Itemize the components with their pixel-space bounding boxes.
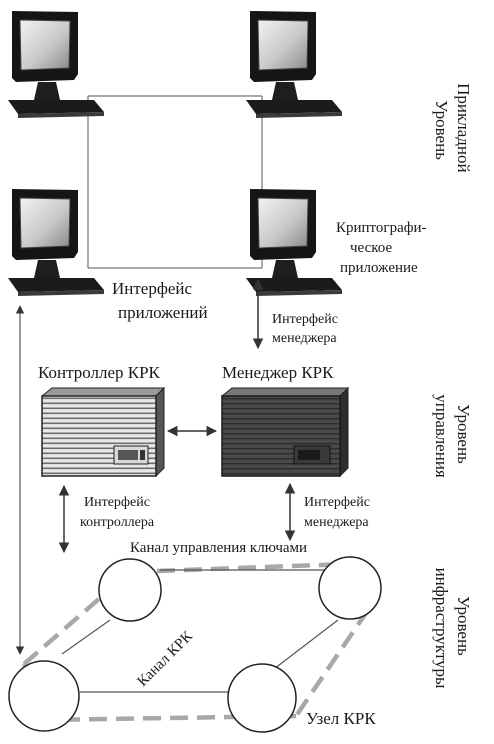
controller-server-icon (40, 386, 166, 478)
management-level-label: Уровень управления (432, 394, 473, 478)
qkd-node-icon (227, 663, 297, 733)
manager-interface-top-label: Интерфейс менеджера (272, 312, 341, 346)
qkd-node-icon (98, 558, 162, 622)
controller-title: Контроллер КРК (38, 363, 161, 382)
qkd-node-icon (318, 556, 382, 620)
manager-server-icon (220, 386, 350, 478)
manager-interface-bottom-label: Интерфейс менеджера (304, 495, 373, 530)
qkd-channel-label: Канал КРК (134, 628, 196, 690)
workstation-monitor-icon (7, 188, 105, 297)
application-level-label: Прикладной Уровень (432, 83, 473, 177)
qkd-node-icon (8, 660, 80, 732)
crypto-app-label: Криптографи- ческое приложение (336, 220, 430, 276)
manager-title: Менеджер КРК (222, 363, 334, 382)
application-network-lines (87, 95, 263, 269)
app-interface-label: Интерфейс приложений (112, 279, 208, 322)
workstation-monitor-icon (7, 10, 105, 119)
key-mgmt-channel-label: Канал управления ключами (130, 540, 307, 556)
workstation-monitor-icon (245, 10, 343, 119)
qkd-links (61, 569, 339, 693)
crypto-app-monitor-icon (245, 188, 343, 297)
qkd-node-label: Узел КРК (306, 709, 376, 728)
controller-interface-label: Интерфейс контроллера (80, 495, 155, 530)
infrastructure-level-label: Уровень инфраструктуры (432, 568, 473, 689)
